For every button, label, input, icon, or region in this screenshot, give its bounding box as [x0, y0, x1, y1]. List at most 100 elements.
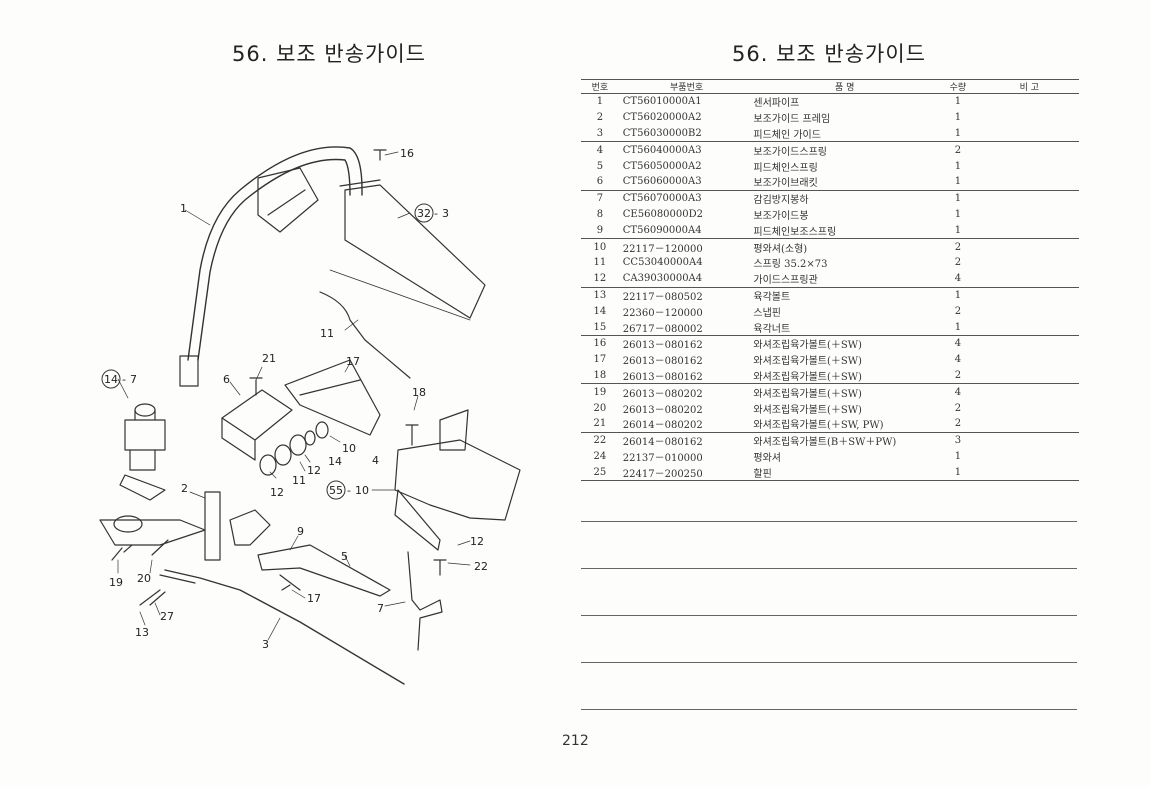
quantity-cell: 1 [954, 208, 962, 220]
part-number-cell: 22117－120000 [622, 243, 703, 255]
part-number-cell: CC53040000A4 [622, 257, 703, 269]
table-header-row: 번호 부품번호 품 명 수량 비 고 [581, 79, 1079, 94]
part-name-cell: 할핀 [750, 464, 937, 482]
row-number: 16 [593, 338, 607, 350]
blank-line [581, 709, 1077, 710]
part-number-cell: 26013－080162 [622, 356, 703, 368]
row-number: 20 [593, 402, 607, 414]
row-number: 13 [593, 289, 607, 301]
svg-text:-: - [434, 207, 438, 220]
part-name-cell: 와셔조립육가볼트(＋SW) [750, 367, 937, 385]
part-number-cell: 26013－080202 [622, 404, 703, 416]
quantity-cell: 4 [954, 354, 962, 366]
page-number: 212 [562, 733, 589, 749]
note-cell [980, 400, 1079, 416]
note-cell [979, 125, 1079, 143]
note-cell [980, 142, 1079, 158]
quantity-cell: 3 [954, 435, 962, 447]
row-number: 15 [581, 319, 619, 336]
callout-27: 27 [160, 610, 174, 623]
row-number: 3 [581, 125, 619, 143]
quantity-cell: 1 [936, 125, 980, 143]
row-number: 24 [593, 450, 607, 462]
header-part-name: 품 명 [750, 79, 937, 94]
part-number-cell: 22117－080502 [622, 291, 703, 303]
part-name-cell: 스프링 35.2×73 [753, 259, 828, 271]
part-name-cell: 스냅핀 [753, 307, 781, 319]
row-number: 17 [593, 354, 607, 366]
part-number-cell: CT56050000A2 [622, 160, 702, 172]
callout-18: 18 [412, 386, 426, 399]
part-name-cell: 와셔조립육가볼트(＋SW) [753, 340, 862, 352]
part-number-cell: CT56020000A2 [622, 112, 702, 124]
blank-line [581, 662, 1077, 663]
part-number-cell: CT56040000A3 [622, 144, 702, 156]
part-name-cell: 보조가이드스프링 [753, 146, 827, 158]
callout-14: 14 [104, 373, 118, 386]
part-name-cell: 육각너트 [750, 319, 937, 336]
note-cell [980, 287, 1079, 303]
callout-11-upper: 11 [320, 327, 334, 340]
callout-3-lower: 3 [262, 638, 269, 651]
callout-3-upper: 3 [442, 207, 449, 220]
callout-7-lower: 7 [377, 602, 384, 615]
part-number-cell: 26014－080202 [618, 415, 751, 433]
row-number: 12 [581, 270, 619, 288]
row-number: 5 [596, 160, 604, 172]
quantity-cell: 4 [954, 386, 962, 398]
quantity-cell: 2 [936, 367, 980, 385]
callout-55: 55 [329, 484, 343, 497]
callout-19: 19 [109, 576, 123, 589]
quantity-cell: 1 [954, 96, 962, 108]
note-cell [980, 190, 1079, 206]
callout-12-left: 12 [270, 486, 284, 499]
part-number-cell: CT56010000A1 [622, 96, 702, 108]
quantity-cell: 2 [936, 415, 980, 433]
quantity-cell: 1 [936, 173, 980, 191]
quantity-cell: 1 [954, 450, 962, 462]
callout-4: 4 [372, 454, 379, 467]
note-cell [980, 94, 1079, 110]
quantity-cell: 1 [936, 464, 980, 482]
callout-21: 21 [262, 352, 276, 365]
callout-11-mid: 11 [292, 474, 306, 487]
row-number: 1 [596, 96, 604, 108]
header-quantity: 수량 [936, 79, 980, 94]
part-name-cell: 와셔조립육가볼트(＋SW) [753, 356, 862, 368]
part-number-cell: CA39030000A4 [618, 270, 751, 288]
part-name-cell: 피드체인 가이드 [750, 125, 937, 143]
row-number: 10 [593, 241, 607, 253]
callout-17-lower: 17 [307, 592, 321, 605]
part-number-cell: 22417－200250 [618, 464, 751, 482]
note-cell [980, 239, 1079, 255]
svg-text:-: - [122, 373, 126, 386]
part-name-cell: 피드체인스프링 [753, 162, 818, 174]
part-number-cell: CT56090000A4 [618, 222, 751, 240]
callout-10-lower: 10 [355, 484, 369, 497]
part-number-cell: CT56060000A3 [618, 173, 751, 191]
note-cell [980, 384, 1079, 400]
part-number-cell: 26013－080202 [622, 388, 703, 400]
part-number-cell: CT56030000B2 [618, 125, 751, 143]
note-cell [980, 303, 1079, 319]
row-number: 8 [596, 208, 604, 220]
note-cell [980, 207, 1079, 223]
callout-16: 16 [400, 147, 414, 160]
row-number: 19 [593, 386, 607, 398]
row-number: 6 [581, 173, 619, 191]
row-number: 11 [593, 257, 607, 269]
quantity-cell: 2 [954, 257, 962, 269]
callout-5: 5 [341, 550, 348, 563]
quantity-cell: 1 [936, 222, 980, 240]
